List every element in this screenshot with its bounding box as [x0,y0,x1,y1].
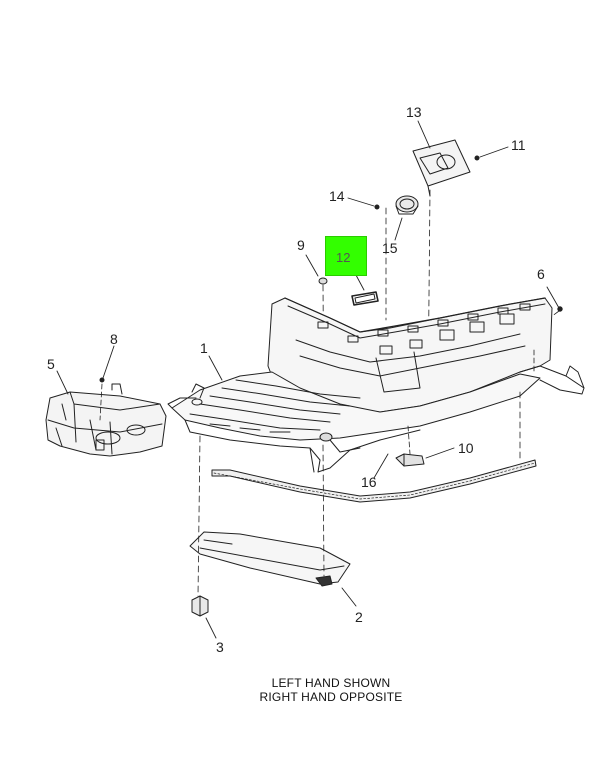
clip-3 [191,595,209,617]
storage-bin-5 [45,383,167,457]
strip-16 [211,459,537,503]
callout-9: 9 [297,237,305,253]
cover-panel-2 [189,531,351,587]
callout-16: 16 [361,474,377,490]
callout-8: 8 [110,331,118,347]
note-line-1: LEFT HAND SHOWN [271,676,391,690]
seal-12 [351,291,379,306]
grommet-15 [395,195,419,215]
callout-15: 15 [382,240,398,256]
highlighted-callout-12: 12 [325,236,367,276]
block-10 [395,425,425,467]
callout-12: 12 [336,250,351,265]
callout-5: 5 [47,356,55,372]
callout-6: 6 [537,266,545,282]
bracket-13 [412,139,471,197]
trim-panel-1 [167,297,585,473]
callout-11: 11 [511,137,526,153]
callout-13: 13 [406,104,422,120]
callout-1: 1 [200,340,208,356]
note-line-2: RIGHT HAND OPPOSITE [259,690,403,704]
callout-2: 2 [355,609,363,625]
callout-14: 14 [329,188,345,204]
callout-10: 10 [458,440,474,456]
callout-3: 3 [216,639,224,655]
